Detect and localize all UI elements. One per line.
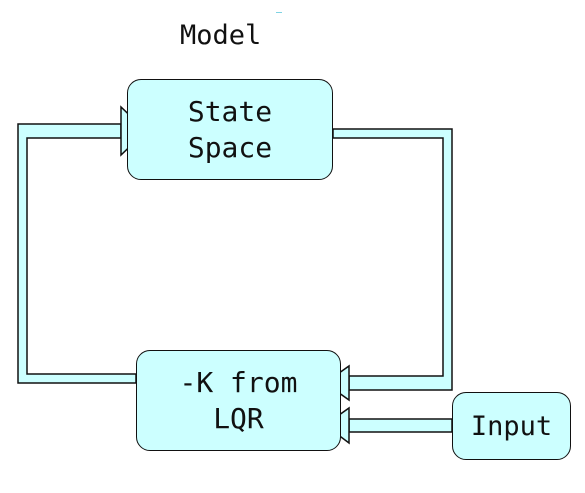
wire-lqr-to-state — [17, 123, 137, 384]
lqr-gain-block: -K from LQR — [136, 350, 341, 451]
state-space-block: State Space — [127, 79, 333, 180]
diagram-title: Model — [180, 20, 262, 51]
input-block: Input — [452, 392, 571, 460]
wire-state-to-lqr — [332, 128, 453, 391]
wire-input-to-lqr — [348, 418, 453, 433]
decorative-tick — [276, 12, 282, 13]
